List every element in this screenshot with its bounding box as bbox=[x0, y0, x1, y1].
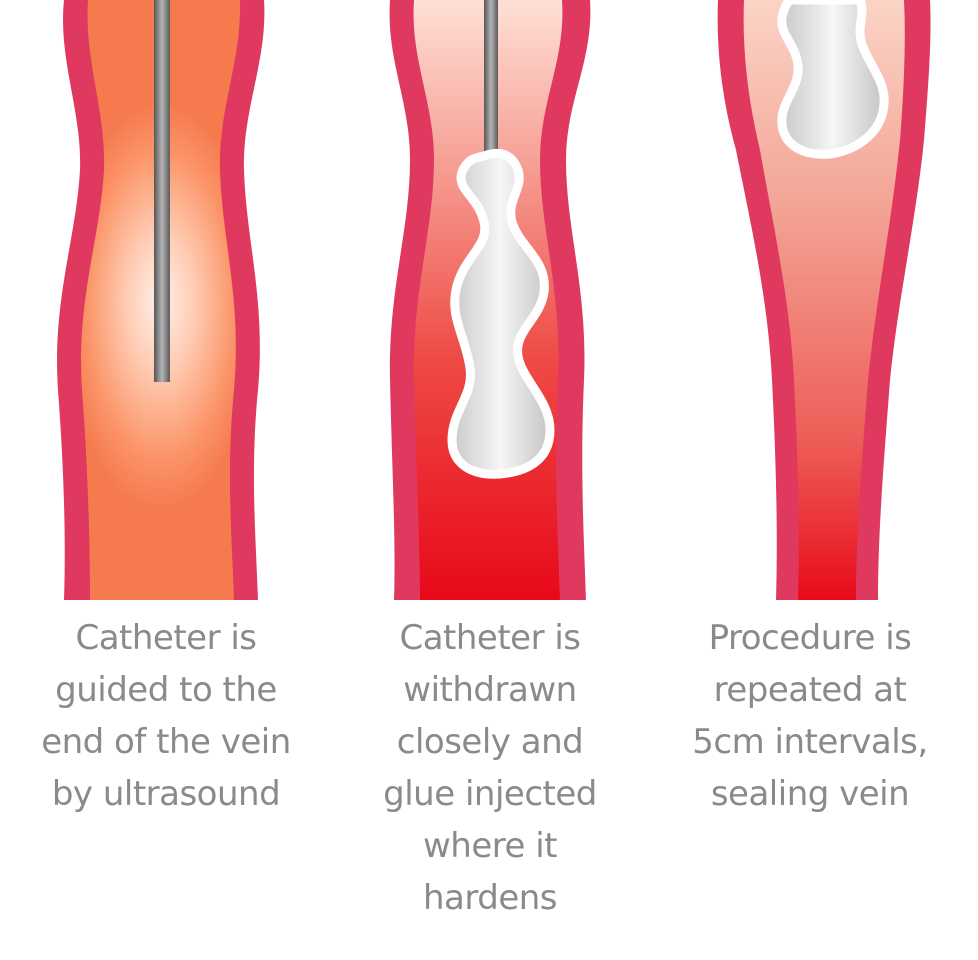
vein-3-lumen bbox=[743, 0, 905, 600]
step-3-caption-line: 5cm intervals, bbox=[692, 722, 928, 762]
step-3-caption-line: Procedure is bbox=[708, 618, 912, 658]
step-2-caption-line: where it bbox=[422, 826, 558, 866]
step-3-caption-line: sealing vein bbox=[710, 774, 910, 814]
step-2-caption-line: Catheter is bbox=[399, 618, 581, 658]
step-1-caption-line: by ultrasound bbox=[51, 774, 281, 814]
catheter-1 bbox=[154, 0, 170, 382]
glue-deposit-3 bbox=[777, 0, 889, 159]
vein-3 bbox=[717, 0, 931, 600]
step-2-caption: Catheter is withdrawn closely and glue i… bbox=[340, 612, 640, 924]
vein-2 bbox=[389, 0, 591, 600]
glue-deposit-2 bbox=[447, 148, 555, 479]
step-2-caption-line: closely and bbox=[396, 722, 584, 762]
step-3-caption-line: repeated at bbox=[713, 670, 907, 710]
step-1-caption-line: end of the vein bbox=[41, 722, 291, 762]
step-3-caption: Procedure is repeated at 5cm intervals, … bbox=[660, 612, 960, 820]
step-2-caption-line: hardens bbox=[422, 878, 558, 918]
step-1-caption-line: guided to the bbox=[55, 670, 277, 710]
vein-1 bbox=[57, 0, 265, 600]
step-2-caption-line: glue injected bbox=[383, 774, 597, 814]
step-2-caption-line: withdrawn bbox=[403, 670, 577, 710]
step-1-caption-line: Catheter is bbox=[75, 618, 257, 658]
step-1-caption: Catheter is guided to the end of the vei… bbox=[16, 612, 316, 820]
catheter-2 bbox=[484, 0, 498, 164]
vein-procedure-diagram bbox=[57, 0, 931, 600]
